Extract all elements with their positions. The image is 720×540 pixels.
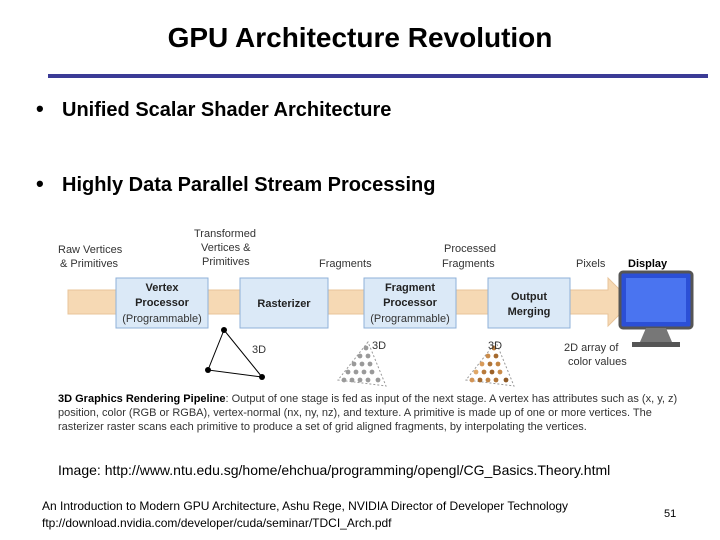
- label-transformed-primitives: Primitives: [202, 256, 250, 268]
- triangle-fragments-icon: 3D: [337, 340, 387, 387]
- page-number: 51: [664, 508, 677, 520]
- bullet-text: Unified Scalar Shader Architecture: [62, 99, 392, 121]
- caption-lead: 3D Graphics Rendering Pipeline: [58, 393, 226, 405]
- diagram-caption: 3D Graphics Rendering Pipeline: Output o…: [58, 392, 698, 434]
- slide-title: GPU Architecture Revolution: [167, 22, 553, 53]
- footer-url: ftp://download.nvidia.com/developer/cuda…: [42, 516, 392, 530]
- monitor-icon: [618, 270, 694, 347]
- stage-rasterizer: Rasterizer: [239, 277, 329, 329]
- label-2d-array: 2D array of: [564, 342, 619, 354]
- label-display: Display: [628, 258, 668, 270]
- caption-body: : Output of one stage is fed as input of…: [58, 393, 678, 433]
- rendering-pipeline-diagram: Raw Vertices & Primitives Transformed Ve…: [58, 228, 694, 387]
- bullet-text: Highly Data Parallel Stream Processing: [62, 174, 436, 196]
- svg-text:Merging: Merging: [508, 306, 551, 318]
- svg-text:Output: Output: [511, 291, 547, 303]
- label-transformed-vertices: Vertices &: [201, 242, 251, 254]
- svg-text:3D: 3D: [252, 344, 266, 356]
- bullet-dot-icon: •: [36, 96, 44, 121]
- bullet-unified-shader: • Unified Scalar Shader Architecture: [36, 96, 391, 122]
- stage-fragment-processor: Fragment Processor (Programmable): [363, 277, 457, 329]
- svg-text:3D: 3D: [372, 340, 386, 352]
- footer-citation: An Introduction to Modern GPU Architectu…: [42, 499, 569, 513]
- label-raw-primitives: & Primitives: [60, 258, 119, 270]
- svg-text:(Programmable): (Programmable): [122, 313, 201, 325]
- triangle-vertices-icon: 3D: [205, 327, 266, 380]
- label-pixels: Pixels: [576, 258, 606, 270]
- bullet-stream-processing: • Highly Data Parallel Stream Processing: [36, 171, 436, 197]
- label-processed: Processed: [444, 243, 496, 255]
- svg-text:(Programmable): (Programmable): [370, 313, 449, 325]
- label-raw-vertices: Raw Vertices: [58, 244, 123, 256]
- bullet-dot-icon: •: [36, 171, 44, 196]
- stage-output-merging: Output Merging: [487, 277, 571, 329]
- svg-text:Fragment: Fragment: [385, 282, 435, 294]
- label-color-values: color values: [568, 356, 627, 368]
- label-fragments: Fragments: [319, 258, 372, 270]
- svg-text:3D: 3D: [488, 340, 502, 352]
- svg-text:Processor: Processor: [135, 297, 190, 309]
- stage-vertex-processor: Vertex Processor (Programmable): [115, 277, 209, 329]
- slide-footer: An Introduction to Modern GPU Architectu…: [42, 498, 568, 532]
- image-credit: Image: http://www.ntu.edu.sg/home/ehchua…: [58, 462, 611, 478]
- label-processed-fragments: Fragments: [442, 258, 495, 270]
- svg-text:Vertex: Vertex: [145, 282, 179, 294]
- triangle-colored-fragments-icon: 3D: [465, 340, 515, 387]
- svg-text:Rasterizer: Rasterizer: [257, 298, 311, 310]
- label-transformed: Transformed: [194, 228, 256, 240]
- svg-text:Processor: Processor: [383, 297, 438, 309]
- title-underline: [48, 74, 708, 78]
